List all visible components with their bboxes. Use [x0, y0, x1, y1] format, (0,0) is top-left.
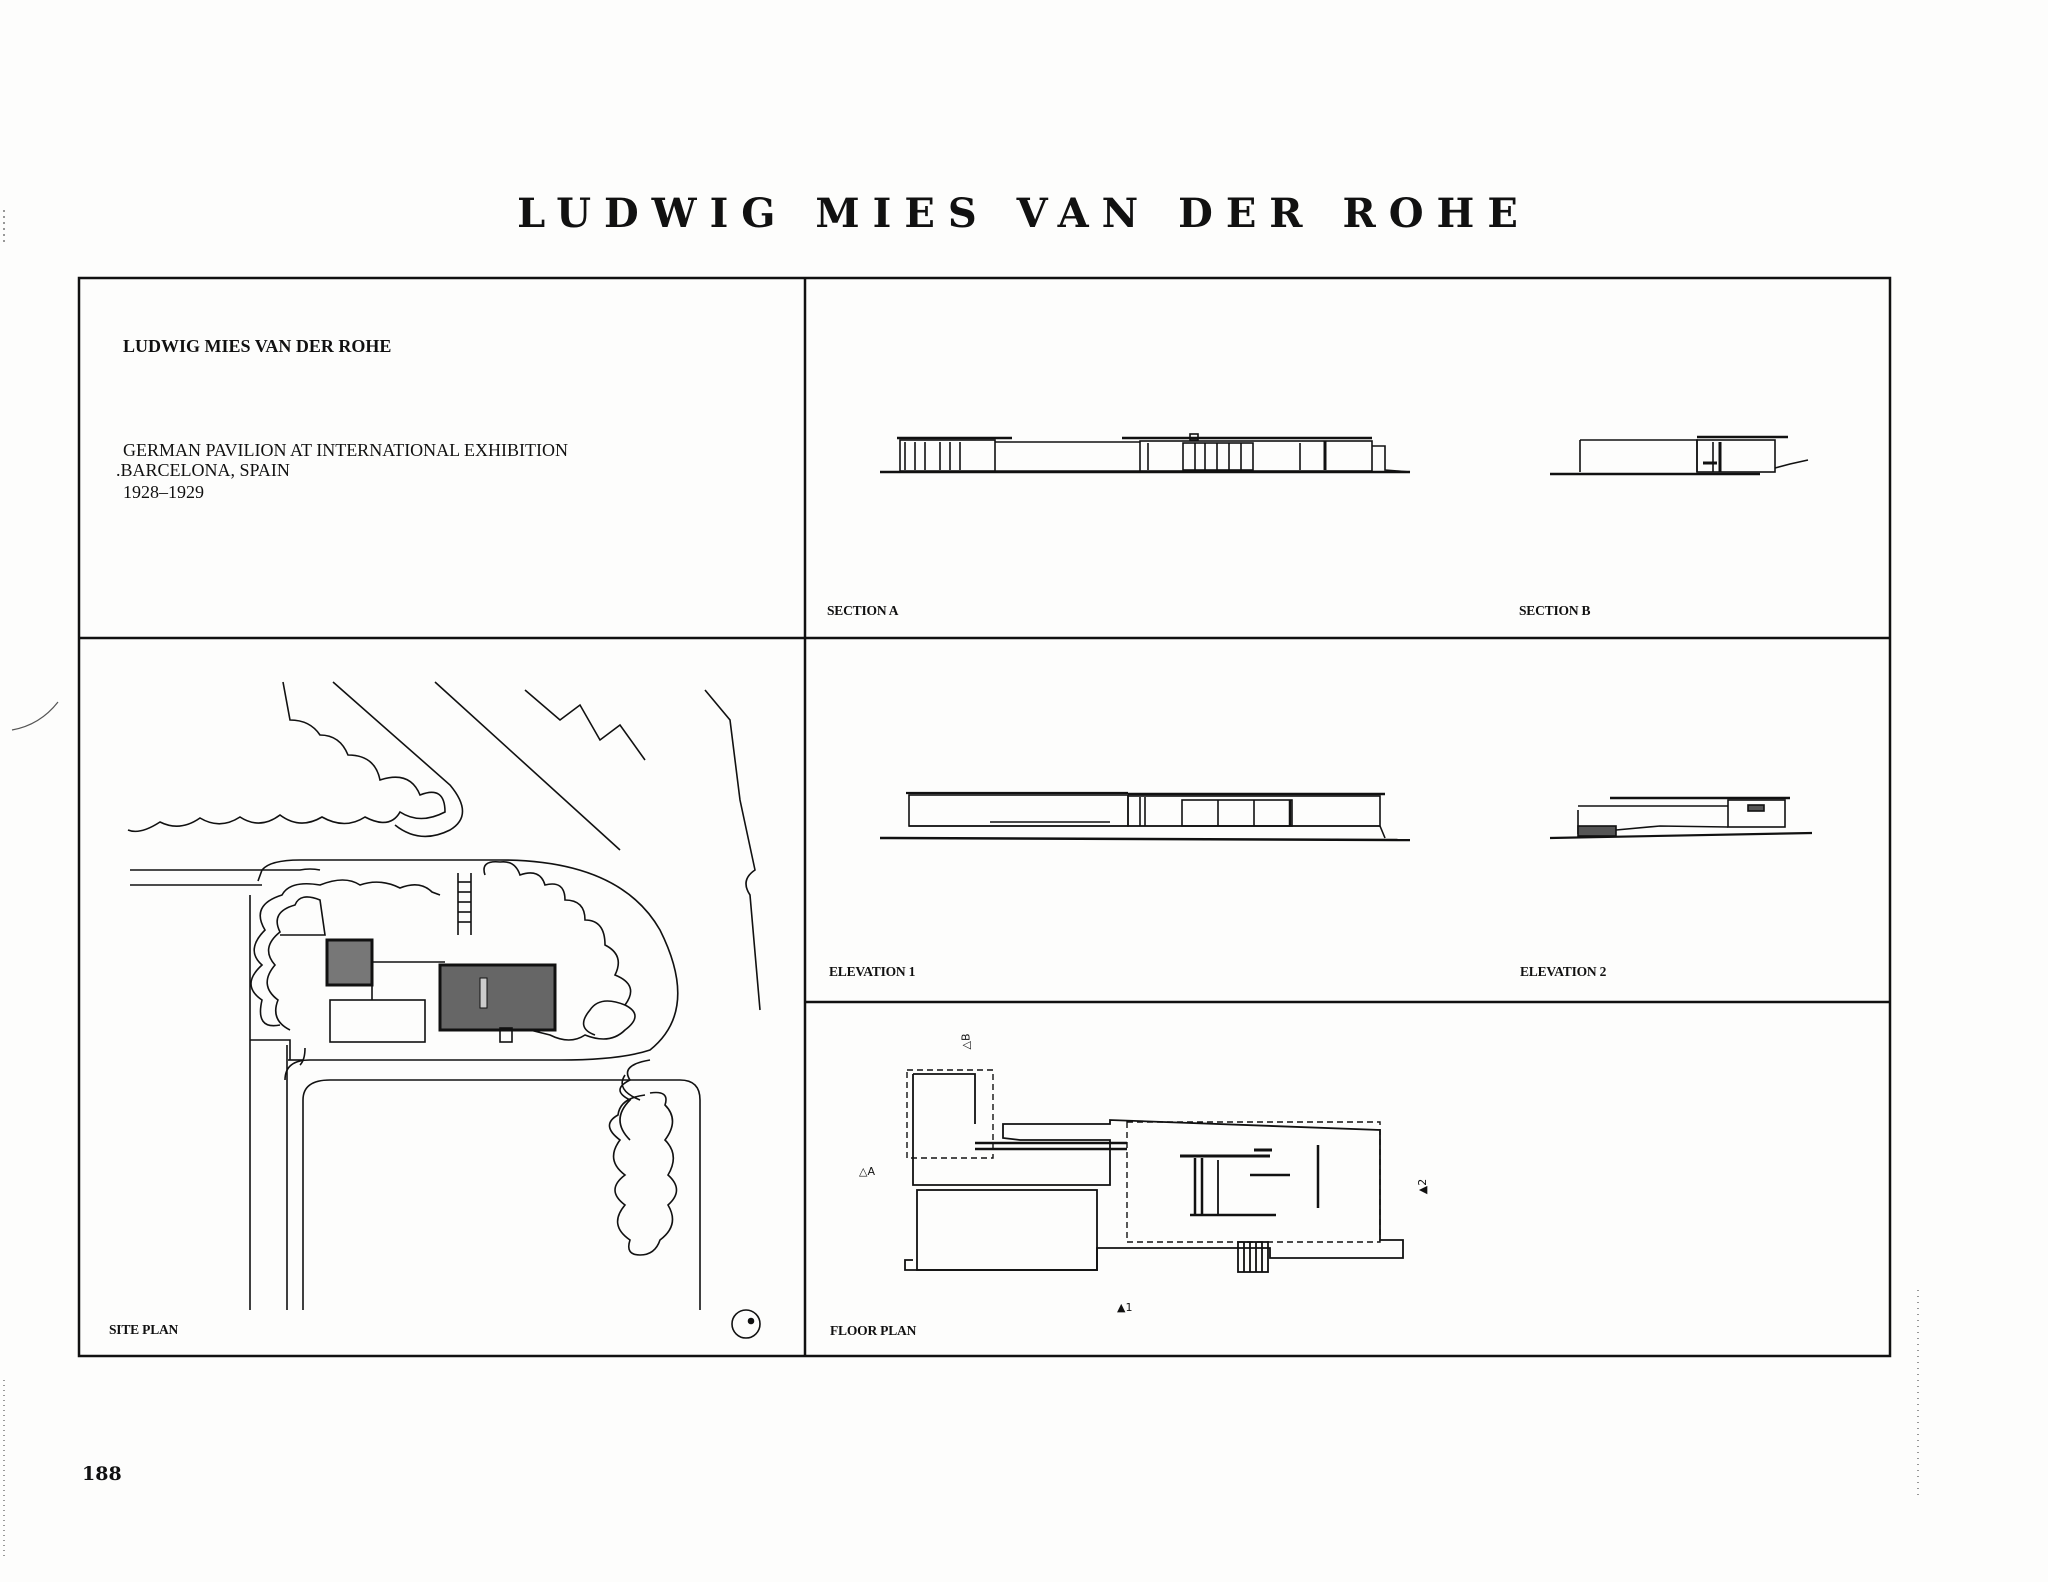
section-a-label: SECTION A — [827, 603, 899, 618]
site-plan-drawing — [127, 681, 761, 1339]
site-plan-label: SITE PLAN — [109, 1322, 179, 1337]
elevation-1-marker: ▲1 — [1117, 1301, 1133, 1314]
section-b-drawing — [1550, 435, 1809, 476]
architect-name: LUDWIG MIES VAN DER ROHE — [123, 336, 392, 356]
elevation-1-label: ELEVATION 1 — [829, 964, 916, 979]
section-b-label: SECTION B — [1519, 603, 1591, 618]
project-title: GERMAN PAVILION AT INTERNATIONAL EXHIBIT… — [123, 440, 568, 460]
floor-plan-drawing — [904, 1069, 1404, 1273]
section-b-marker: △B — [959, 1033, 973, 1050]
elevation-2-drawing — [1549, 796, 1813, 840]
elevation-2-marker: ▲2 — [1416, 1178, 1430, 1195]
scan-marks — [3, 210, 1919, 1560]
elevation-2-label: ELEVATION 2 — [1520, 964, 1607, 979]
page-number: 188 — [82, 1463, 122, 1485]
project-location: .BARCELONA, SPAIN — [116, 460, 290, 480]
panel-frame — [77, 276, 1892, 1358]
floor-plan-label: FLOOR PLAN — [830, 1323, 917, 1338]
project-dates: 1928–1929 — [123, 482, 204, 502]
section-a-drawing — [880, 433, 1411, 474]
section-a-marker: △A — [859, 1165, 875, 1178]
page-title: LUDWIG MIES VAN DER ROHE — [517, 190, 1531, 237]
elevation-1-drawing — [879, 791, 1411, 842]
